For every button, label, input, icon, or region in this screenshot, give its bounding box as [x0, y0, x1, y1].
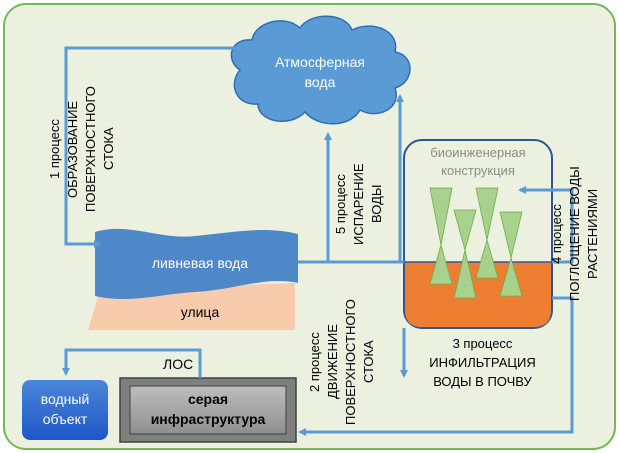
cloud-label: Атмосферная вода: [274, 54, 366, 90]
process-2-label: 2 процесс ДВИЖЕНИЕ ПОВЕРХНОСТНОГО СТОКА: [307, 299, 376, 425]
street-label: улица: [180, 304, 220, 320]
los-label: ЛОС: [163, 356, 194, 372]
process-4-label: 4 процесс ПОГЛОЩЕНИЕ ВОДЫ РАСТЕНИЯМИ: [549, 166, 600, 302]
plants-group: [429, 187, 523, 299]
gray-infrastructure-label: серая инфраструктура: [150, 391, 266, 427]
rain-water-label: ливневая вода: [151, 255, 249, 271]
water-body-label: водный объект: [40, 391, 90, 427]
cloud-shape: [230, 15, 411, 125]
process-1-label: 1 процесс ОБРАЗОВАНИЕ ПОВЕРХНОСТНОГО СТО…: [47, 86, 116, 212]
background-frame: [3, 3, 616, 450]
process-5-label: 5 процесс ИСПАРЕНИЕ ВОДЫ: [333, 163, 384, 245]
flow-arrows: [62, 46, 574, 436]
water-body-box: [22, 380, 108, 440]
bio-construction-label: биоинженерная конструкция: [430, 145, 526, 178]
process-3-label: 3 процесс ИНФИЛЬТРАЦИЯ ВОДЫ В ПОЧВУ: [429, 336, 536, 389]
rain-water-shape: [95, 228, 298, 300]
